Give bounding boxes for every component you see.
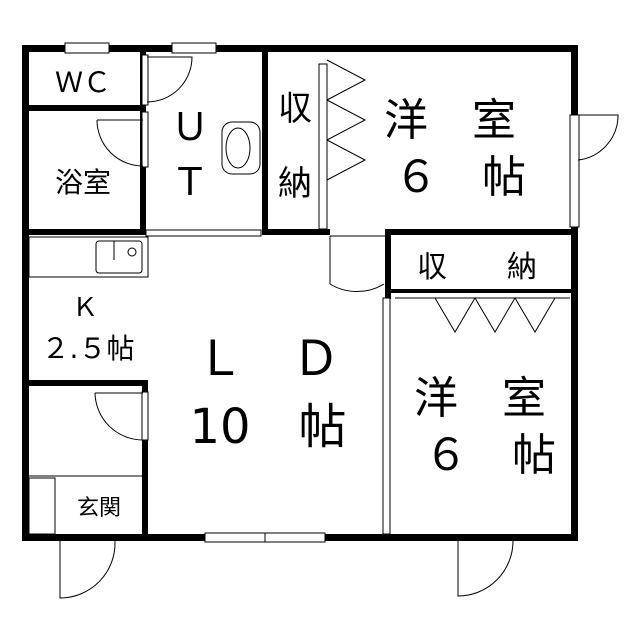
label-room2-a: 洋 室 [414,373,546,424]
label-bath: 浴室 [55,166,111,199]
label-kitchen-b: ２.５帖 [42,332,135,365]
label-ld-b: 10 帖 [189,399,346,455]
sink-icon [95,240,143,274]
kitchen-counter [28,236,149,278]
label-ut-u: Ｕ [171,105,209,149]
label-room1-b: ６ 帖 [394,152,526,203]
label-kitchen-a: Ｋ [72,293,98,323]
label-room2-b: ６ 帖 [424,430,556,481]
windows [64,42,580,543]
fixtures [28,121,261,535]
washbasin-icon [221,121,261,175]
label-closet2: 収 納 [417,250,537,285]
label-entrance: 玄関 [77,496,121,521]
label-room1-a: 洋 室 [384,95,516,146]
label-ut-t: Ｔ [171,160,209,204]
label-closet1-b: 納 [278,164,312,204]
doors[interactable] [59,54,619,599]
room-labels: ＷＣ 浴室 Ｕ Ｔ 収 納 洋 室 ６ 帖 収 納 Ｋ ２.５帖 Ｌ Ｄ 10 … [42,66,556,521]
label-closet1-a: 収 [278,89,312,129]
label-wc: ＷＣ [55,66,111,99]
label-ld-a: Ｌ Ｄ [196,331,340,387]
